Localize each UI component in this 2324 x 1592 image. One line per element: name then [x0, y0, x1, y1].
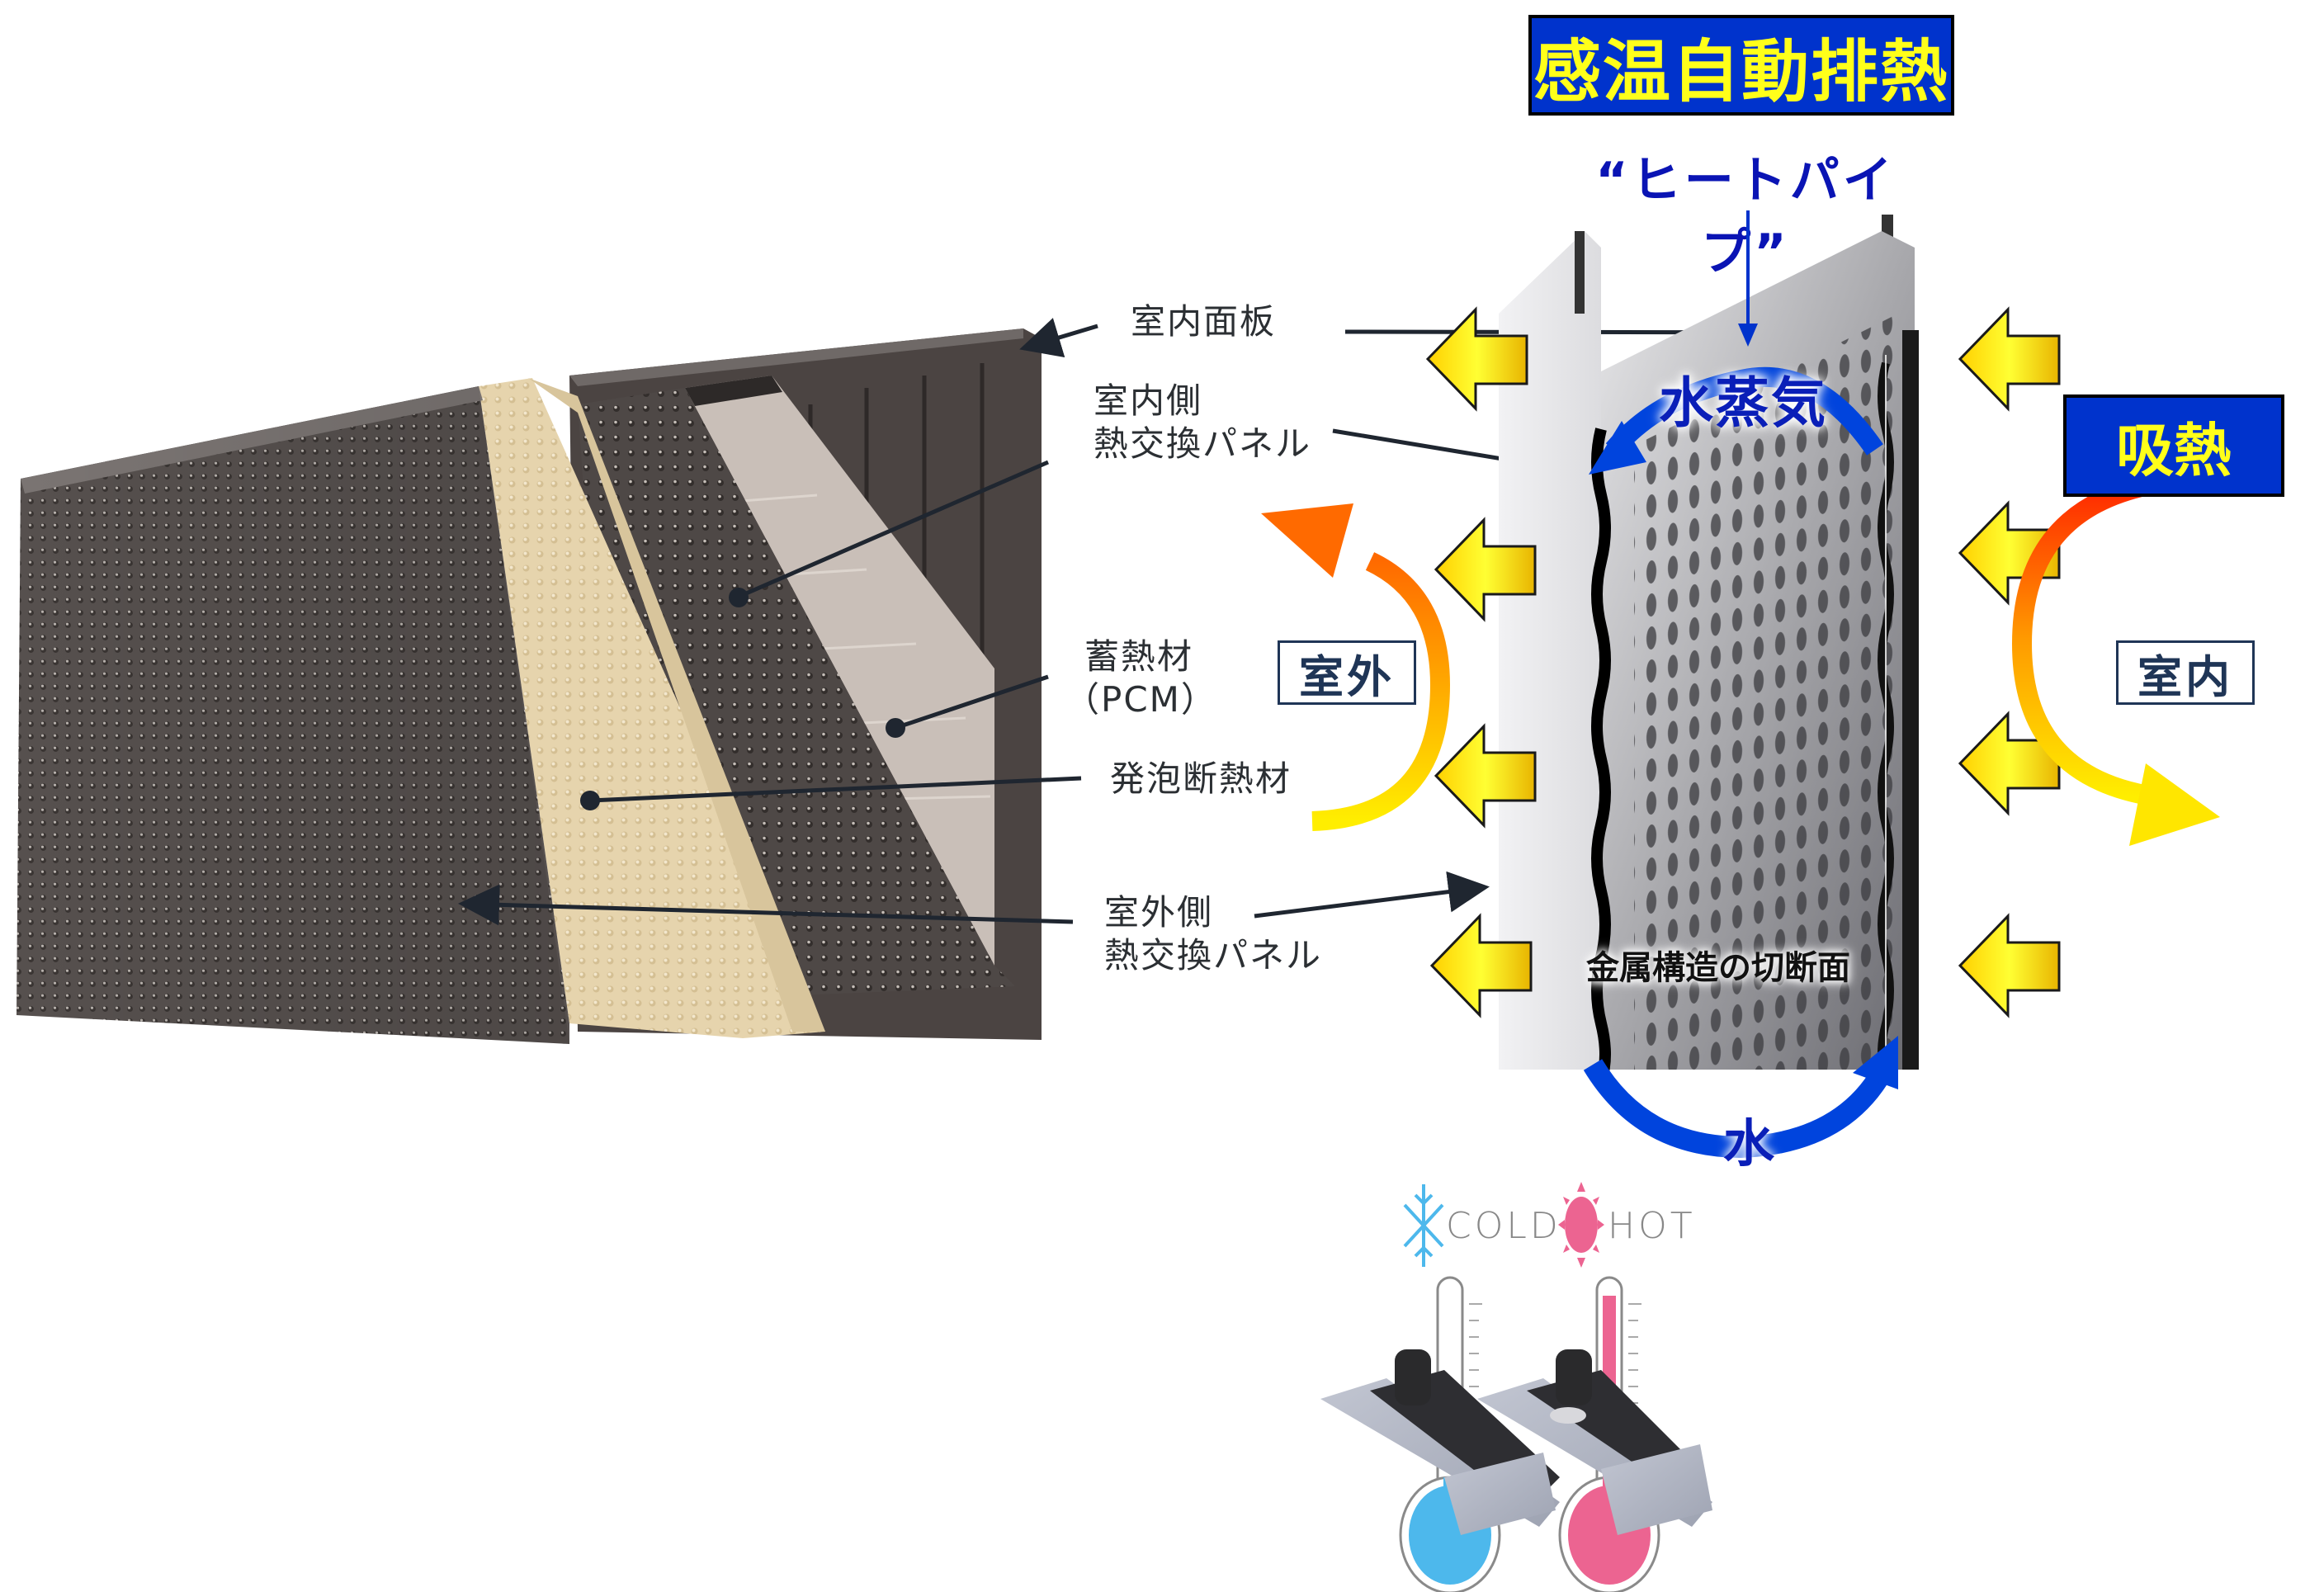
water-flow-arrow	[1583, 1059, 1892, 1159]
pcm-layer	[685, 376, 994, 966]
leader-indoor-hx-left	[738, 460, 1049, 599]
label-outdoor-hx-panel: 室外側 熱交換パネル	[1104, 891, 1322, 977]
hot-label: HOT	[1608, 1205, 1696, 1247]
label-pcm: 蓄熱材 （PCM）	[1065, 635, 1217, 721]
outdoor-label: 室外	[1299, 650, 1395, 703]
outdoor-side-plate	[1499, 231, 1601, 1070]
hot-thermostat-plate	[1477, 1349, 1712, 1535]
outdoor-release-arrowhead	[1261, 503, 1353, 578]
heat-arrow-right-1	[1958, 308, 2061, 410]
cold-thermostat-plate	[1320, 1349, 1560, 1535]
vapor-flow-arrowhead	[1589, 421, 1646, 475]
label-indoor-face-panel: 室内面板	[1131, 301, 1277, 342]
heat-arrow-left-3	[1434, 725, 1537, 827]
thermostat-illustration	[1320, 1276, 1712, 1592]
heat-arrow-left-4	[1430, 914, 1533, 1017]
callout-dot	[886, 718, 905, 738]
label-foam-insulation: 発泡断熱材	[1110, 758, 1292, 799]
vapor-label: 水蒸気	[1659, 371, 1827, 435]
label-outdoor-hx-panel-line2: 熱交換パネル	[1104, 935, 1323, 976]
callout-dot	[580, 791, 600, 810]
cross-section-label: 金属構造の切断面	[1586, 949, 1850, 987]
leader-outdoor-hx-right	[1254, 871, 1490, 919]
indoor-absorb-arrowhead	[2129, 763, 2220, 846]
snowflake-icon	[1403, 1184, 1444, 1267]
title-box: 感温自動排熱	[1528, 15, 1954, 116]
leader-foam	[589, 776, 1082, 803]
label-indoor-hx-panel: 室内側 熱交換パネル	[1094, 380, 1311, 465]
leader-pcm	[895, 674, 1049, 730]
label-outdoor-hx-panel-line1: 室外側	[1104, 892, 1214, 933]
heat-arrow-left-2	[1434, 518, 1537, 621]
water-flow-arrowhead	[1853, 1036, 1898, 1089]
heat-pipe-illustration	[1499, 215, 1919, 1084]
callout-dot	[729, 588, 749, 607]
leader-indoor-face-panel	[1019, 318, 1098, 358]
label-indoor-hx-panel-line2: 熱交換パネル	[1094, 423, 1312, 464]
absorb-box: 吸熱	[2063, 394, 2284, 497]
indoor-absorb-arrow	[2011, 469, 2211, 806]
heat-arrow-right-4	[1958, 914, 2061, 1017]
outdoor-release-arrow	[1311, 552, 1451, 831]
panel-illustration	[17, 328, 1042, 1044]
cross-section-outer-left	[1591, 428, 1611, 1084]
cold-label: COLD	[1446, 1205, 1561, 1247]
heat-arrow-left-1	[1426, 308, 1528, 410]
indoor-label: 室内	[2137, 650, 2233, 703]
title-text: 感温自動排熱	[1533, 32, 1949, 111]
label-pcm-line1: 蓄熱材	[1084, 636, 1194, 677]
outdoor-box: 室外	[1278, 640, 1416, 705]
vapor-flow-arrow	[1605, 366, 1883, 456]
label-indoor-hx-panel-line1: 室内側	[1094, 380, 1203, 421]
indoor-box: 室内	[2116, 640, 2255, 705]
leader-outdoor-hx-left	[458, 884, 1074, 926]
sun-icon	[1558, 1182, 1604, 1268]
heat-pipe-label: “ヒートパイプ”	[1595, 152, 1896, 281]
label-pcm-line2: （PCM）	[1065, 679, 1217, 720]
absorb-label: 吸熱	[2116, 416, 2232, 484]
water-label: 水	[1723, 1113, 1775, 1174]
heat-pipe-pointer-head	[1738, 324, 1758, 347]
